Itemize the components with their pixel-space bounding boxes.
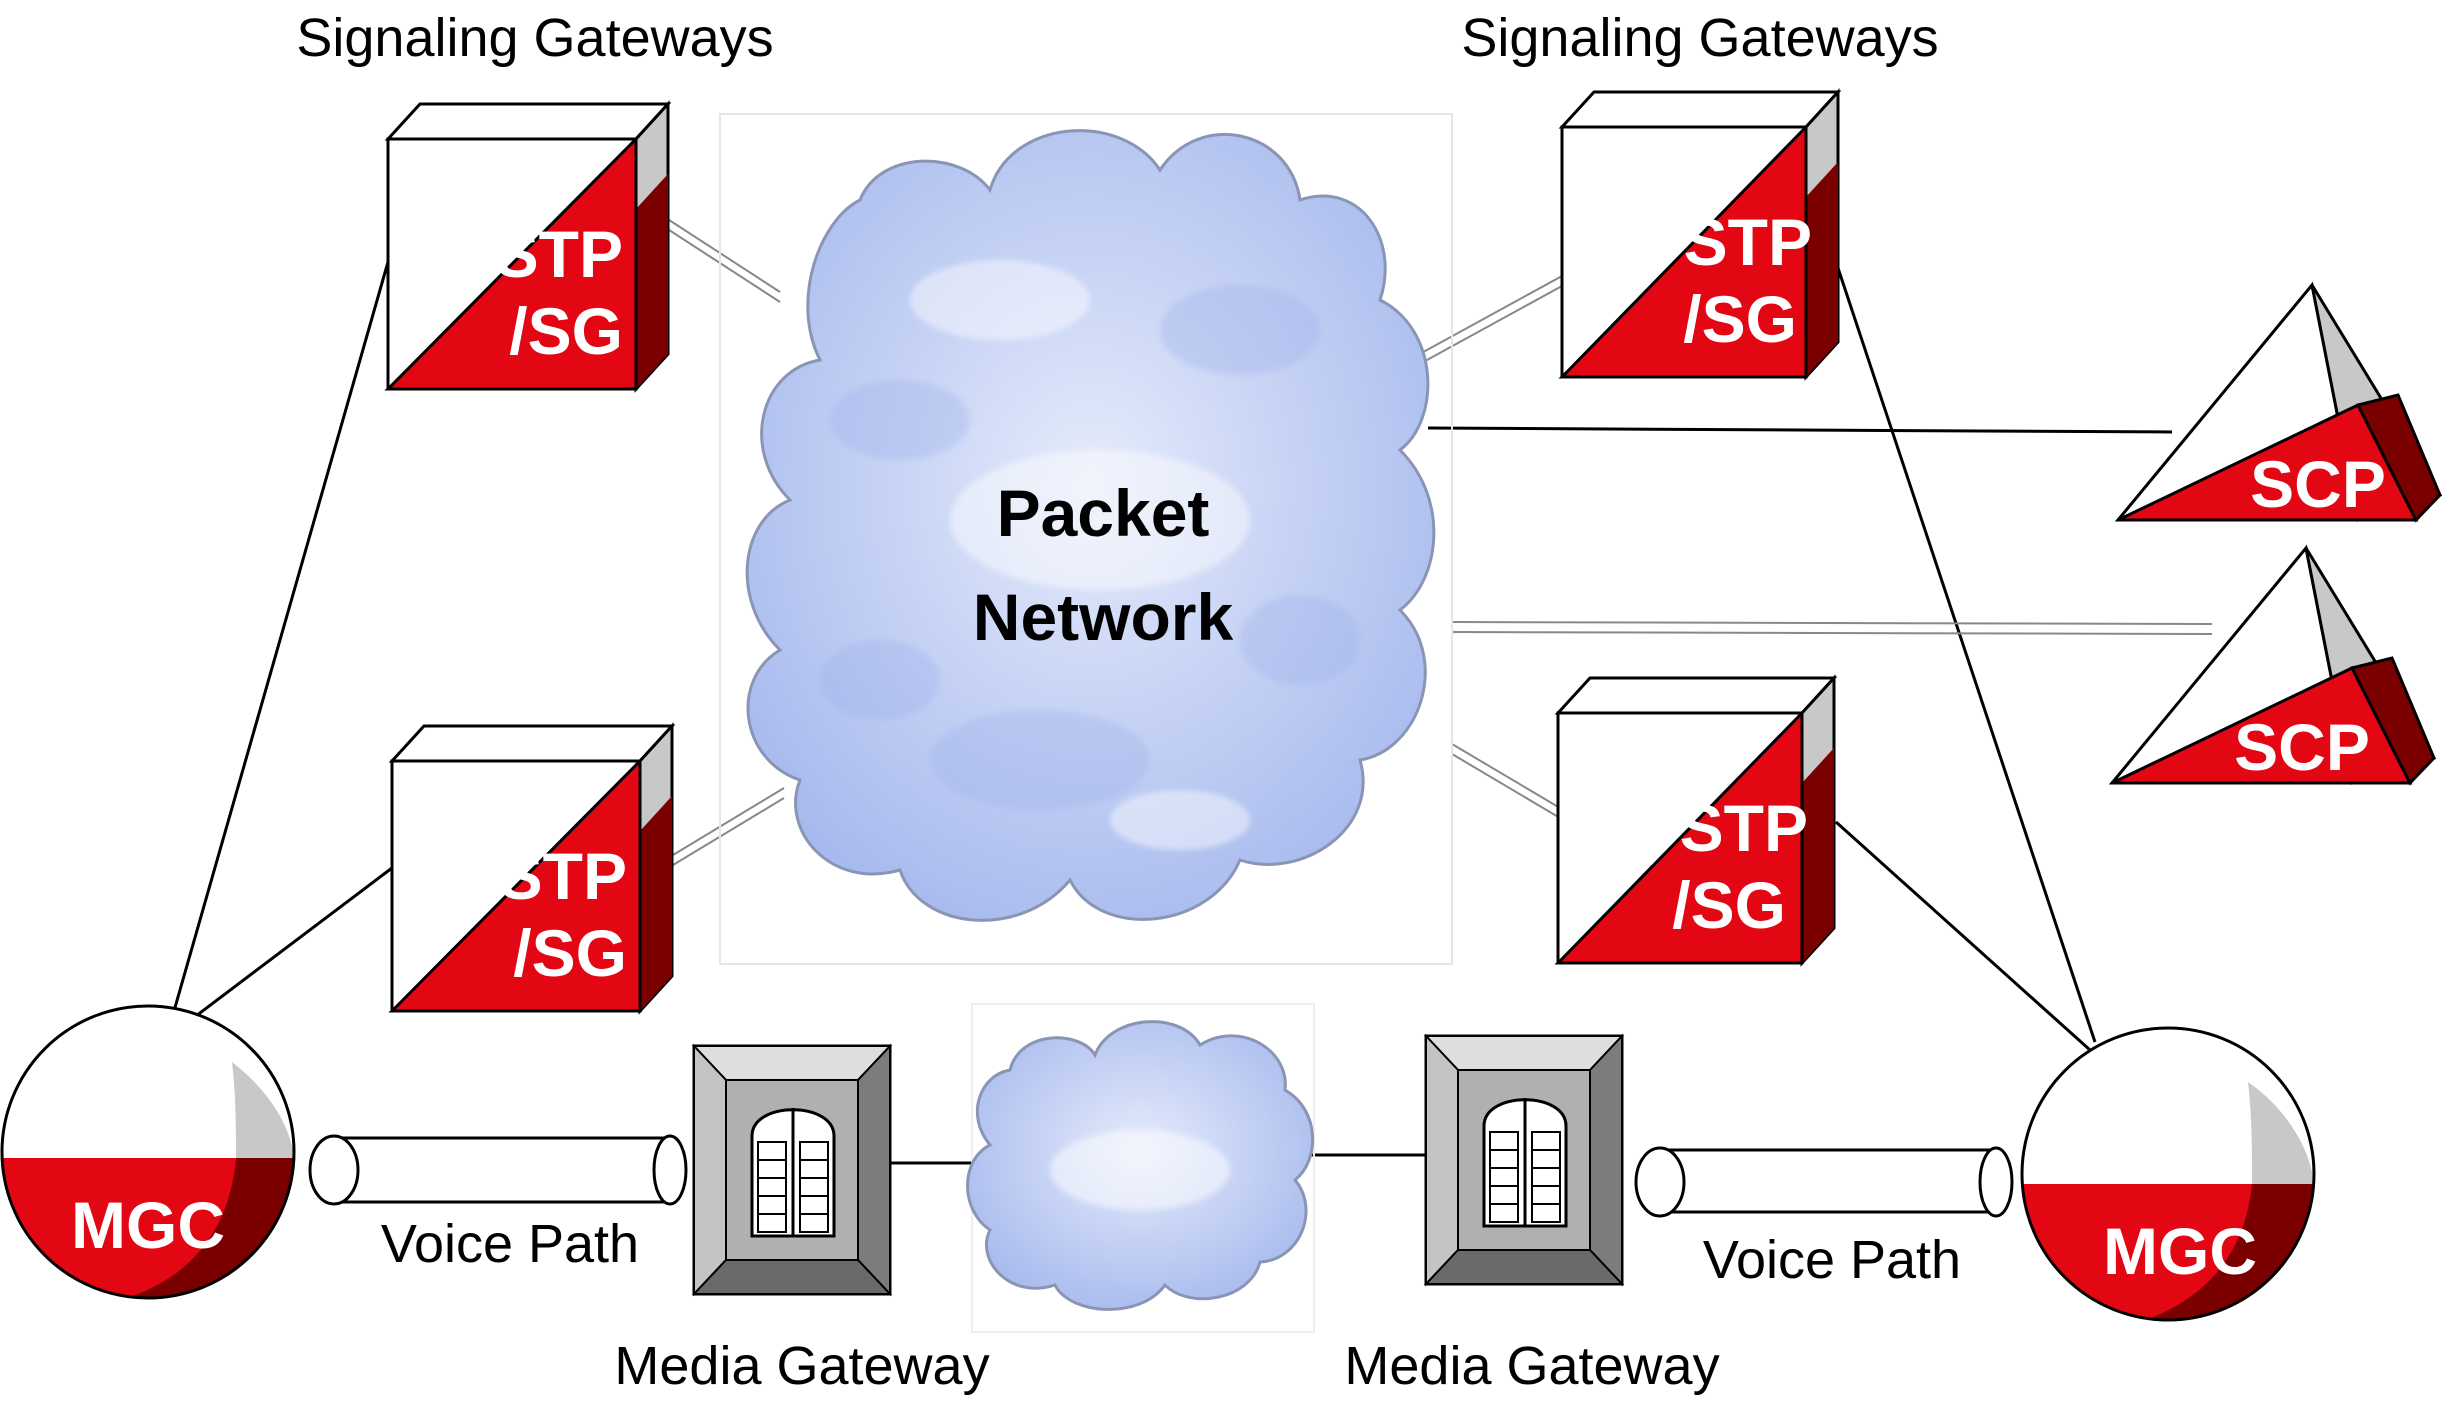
stp-sg-top-right: STP /SG [1558,88,1842,381]
link-mgc-left-stp-top [170,261,390,1019]
media-gateway-right [1423,1033,1625,1287]
link-stp-bl-cloud-b [667,797,785,869]
stp-label-line2: /SG [509,294,623,368]
link-stp-tl-cloud-b [665,227,781,303]
media-gateway-left [691,1043,893,1297]
link-stp-br-cloud-b [1451,753,1561,819]
mgc-label: MGC [2103,1214,2257,1288]
link-mgc-left-stp-bottom [187,866,393,1024]
label-signaling-gateways-right: Signaling Gateways [1461,8,1938,68]
link-mgc-right-stp-top [1836,267,2097,1043]
stp-sg-top-left: STP /SG [384,100,672,393]
voice-path-left [308,1134,688,1206]
double-links [665,217,2213,869]
stp-label-line2: /SG [1672,868,1786,942]
stp-label-line1: STP [495,217,623,291]
mgc-left: MGC [0,1004,296,1300]
link-cloud-scp-top [1427,426,2173,434]
stp-sg-bottom-left: STP /SG [388,722,676,1015]
stp-label-line1: STP [1680,791,1808,865]
scp-bottom: SCP [2108,544,2437,786]
label-voice-path-right: Voice Path [1703,1230,1961,1290]
cloud-title-line1: Packet [997,476,1210,550]
stp-label-line1: STP [499,839,627,913]
packet-network-cloud: Packet Network [719,113,1453,965]
link-stp-tl-cloud-a [665,217,781,293]
voice-path-right [1634,1146,2014,1218]
stp-label-line2: /SG [513,916,627,990]
stp-label-line2: /SG [1683,282,1797,356]
label-media-gateway-left: Media Gateway [614,1336,989,1396]
stp-label-line1: STP [1684,205,1812,279]
link-stp-tr-cloud-a [1415,275,1563,357]
scp-top: SCP [2114,281,2443,523]
cloud-title-line2: Network [973,580,1234,654]
mgc-label: MGC [71,1188,225,1262]
label-voice-path-left: Voice Path [381,1214,639,1274]
connections [170,261,2173,1165]
link-stp-br-cloud-a [1451,743,1561,809]
scp-label: SCP [2250,447,2386,521]
stp-sg-bottom-right: STP /SG [1554,674,1838,967]
link-cloud-scp-bottom-b [1451,631,2213,635]
link-cloud-scp-bottom-a [1451,621,2213,625]
link-mgc-right-stp-bottom [1834,820,2092,1052]
label-media-gateway-right: Media Gateway [1344,1336,1719,1396]
link-stp-tr-cloud-b [1415,285,1563,367]
label-signaling-gateways-left: Signaling Gateways [296,8,773,68]
mgc-right: MGC [2020,1026,2316,1322]
link-stp-bl-cloud-a [667,787,785,859]
access-cloud [966,1003,1315,1333]
scp-label: SCP [2234,710,2370,784]
